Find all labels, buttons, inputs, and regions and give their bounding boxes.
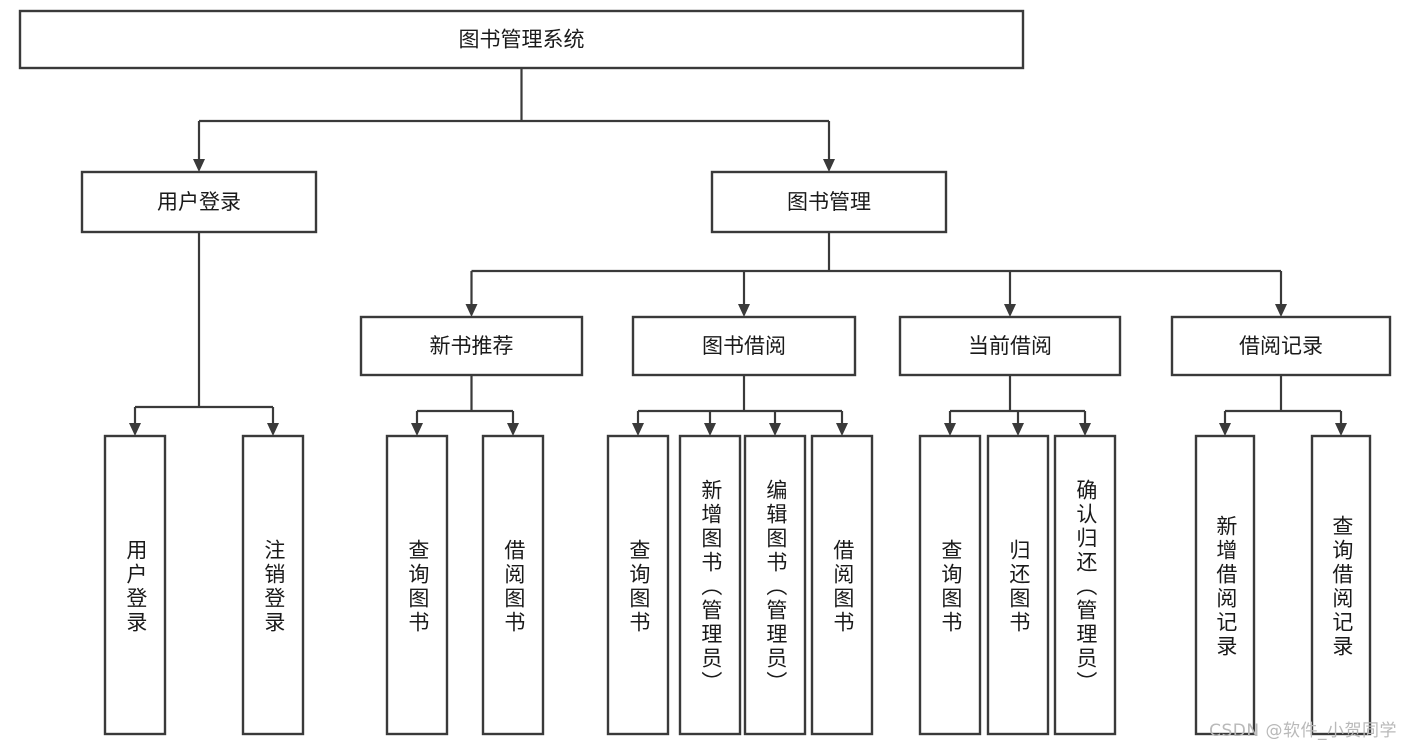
node-box-leaf-query-record [1310, 434, 1372, 736]
node-label-user-login: 用户登录 [157, 190, 241, 214]
node-label-book-manage: 图书管理 [787, 190, 871, 214]
node-label-book-borrow: 图书借阅 [702, 334, 786, 358]
node-box-leaf-return-book [986, 434, 1050, 736]
node-box-book-borrow [631, 315, 857, 377]
node-box-leaf-query-book-1 [385, 434, 449, 736]
arrow-leaf-return-book [1012, 423, 1024, 436]
arrow-leaf-add-record [1219, 423, 1231, 436]
node-box-leaf-add-record [1194, 434, 1256, 736]
arrow-leaf-borrow-book-1 [507, 423, 519, 436]
node-label-new-book-recommend: 新书推荐 [430, 334, 514, 358]
arrow-current-borrow [1004, 304, 1016, 317]
node-box-leaf-add-book [678, 434, 742, 736]
node-box-leaf-logout [241, 434, 305, 736]
node-box-leaf-confirm-return [1053, 434, 1117, 736]
arrow-leaf-user-login [129, 423, 141, 436]
watermark-text: CSDN @软件_小贺同学 [1209, 721, 1397, 741]
node-box-leaf-borrow-book-1 [481, 434, 545, 736]
node-label-root: 图书管理系统 [459, 28, 585, 52]
node-box-user-login [80, 170, 318, 234]
arrow-borrow-record [1275, 304, 1287, 317]
node-box-root [18, 9, 1025, 70]
node-label-current-borrow: 当前借阅 [968, 334, 1052, 358]
node-box-current-borrow [898, 315, 1122, 377]
arrow-leaf-confirm-return [1079, 423, 1091, 436]
node-box-borrow-record [1170, 315, 1392, 377]
arrow-leaf-logout [267, 423, 279, 436]
node-box-leaf-query-book-3 [918, 434, 982, 736]
arrow-leaf-query-book-1 [411, 423, 423, 436]
node-box-leaf-user-login [103, 434, 167, 736]
arrow-user-login [193, 159, 205, 172]
arrow-leaf-query-book-2 [632, 423, 644, 436]
node-label-borrow-record: 借阅记录 [1239, 334, 1323, 358]
arrow-leaf-add-book [704, 423, 716, 436]
node-box-new-book-recommend [359, 315, 584, 377]
arrow-book-manage [823, 159, 835, 172]
arrow-leaf-query-record [1335, 423, 1347, 436]
node-box-leaf-query-book-2 [606, 434, 670, 736]
node-box-leaf-edit-book [743, 434, 807, 736]
connectors-layer [129, 68, 1347, 436]
arrow-leaf-query-book-3 [944, 423, 956, 436]
arrow-book-borrow [738, 304, 750, 317]
boxes-layer [18, 9, 1392, 736]
node-box-leaf-borrow-book-2 [810, 434, 874, 736]
arrow-leaf-edit-book [769, 423, 781, 436]
arrow-leaf-borrow-book-2 [836, 423, 848, 436]
arrow-new-book-recommend [465, 304, 478, 317]
node-box-book-manage [710, 170, 948, 234]
